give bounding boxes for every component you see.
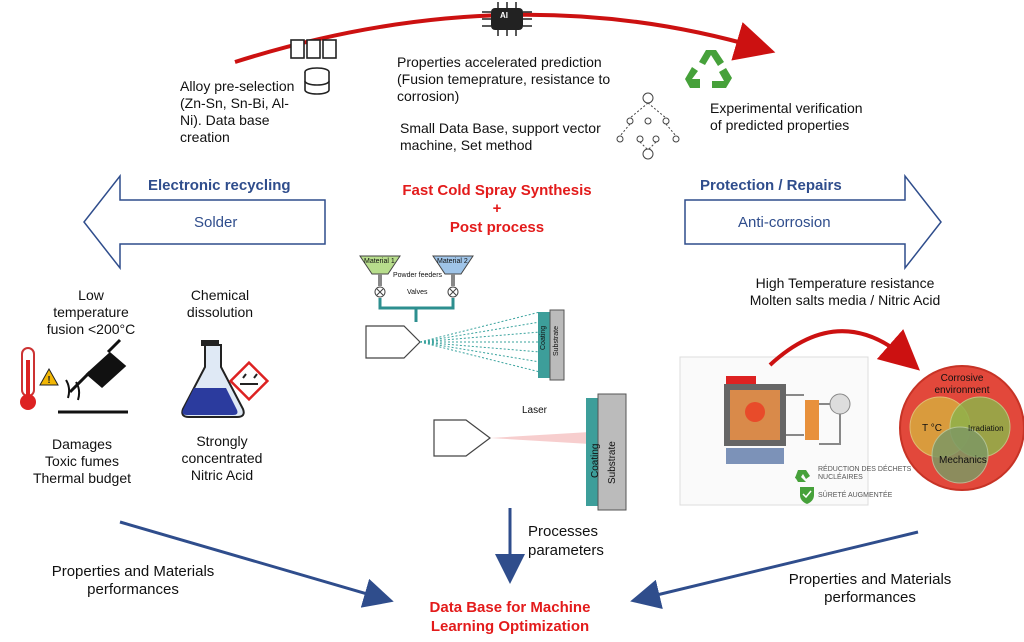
reduction-dechets-label: RÉDUCTION DES DÉCHETS NUCLÉAIRES [818,466,912,481]
ai-chip-label: AI [500,11,508,20]
reactor-to-corrosive-arrow [768,329,921,371]
left-to-database-arrow [119,520,394,608]
flask-icon [181,340,245,418]
soldering-iron-icon [58,338,128,414]
left-properties-text: Properties and Materials performances [51,563,215,598]
center-title-line1: Fast Cold Spray Synthesis [402,182,592,199]
valves-label: Valves [407,289,428,296]
corrosive-environment-diagram [899,365,1024,491]
database-ml-text: Data Base for Machine Learning Optimizat… [429,599,591,635]
powder-feeders-label: Powder feeders [393,272,443,279]
right-properties-text: Properties and Materials performances [788,571,952,606]
recycle-icon [685,50,732,88]
mechanics-label: Mechanics [939,455,987,466]
laser-nozzle [433,419,590,457]
strongly-concentrated-text: Strongly concentrated Nitric Acid [181,433,263,483]
powder-feeder-1 [359,255,401,298]
temperature-label: T °C [922,423,942,434]
right-to-database-arrow [630,530,919,609]
surete-label: SÛRETÉ AUGMENTÉE [818,492,893,499]
coating-layer-2 [586,398,598,506]
material-1-label: Material 1 [364,258,395,265]
protection-repairs-heading: Protection / Repairs [700,177,842,194]
recycle-small-icon [795,470,810,482]
corrosive-hazard-icon [228,360,270,402]
shield-check-icon [800,487,814,504]
center-title-line2: Post process [449,219,545,236]
properties-prediction-text: Properties accelerated prediction (Fusio… [397,54,611,104]
coating-label-1: Coating [540,325,547,350]
corrosive-environment-label: Corrosive environment [934,373,990,396]
chemical-dissolution-text: Chemical dissolution [186,287,254,320]
material-2-label: Material 2 [437,258,468,265]
damages-text: Damages Toxic fumes Thermal budget [32,436,132,486]
center-plus: + [492,200,502,217]
anti-corrosion-label: Anti-corrosion [738,214,831,231]
feed-lines [378,298,455,322]
cold-spray-nozzle [365,311,541,373]
thermometer-icon [20,347,36,410]
alloy-preselection-text: Alloy pre-selection (Zn-Sn, Sn-Bi, Al- N… [180,78,295,145]
coating-layer-1 [538,312,550,378]
substrate-block-2 [597,393,627,511]
low-temperature-text: Low temperature fusion <200°C [46,287,136,337]
reactor-schematic [679,356,869,506]
laser-label: Laser [522,405,548,416]
substrate-label-1: Substrate [553,326,560,356]
right-big-arrow [684,173,942,271]
database-icon [290,39,337,95]
ai-chip-icon [482,2,532,36]
solder-label: Solder [194,214,238,231]
high-temperature-text: High Temperature resistance Molten salts… [749,275,941,308]
coating-label-2: Coating [590,443,601,478]
processes-parameters-text: Processes parameters [528,523,604,559]
irradiation-label: Irradiation [968,424,1004,433]
powder-feeder-2 [432,255,474,298]
neural-network-icon [616,92,680,160]
warning-icon: ! [39,367,59,386]
svg-text:!: ! [47,375,50,386]
electronic-recycling-heading: Electronic recycling [148,177,291,194]
substrate-block-1 [549,309,565,381]
left-big-arrow [83,173,326,271]
substrate-label-2: Substrate [607,441,618,484]
small-database-text: Small Data Base, support vector machine,… [400,120,601,153]
experimental-verification-text: Experimental verification of predicted p… [710,100,863,133]
